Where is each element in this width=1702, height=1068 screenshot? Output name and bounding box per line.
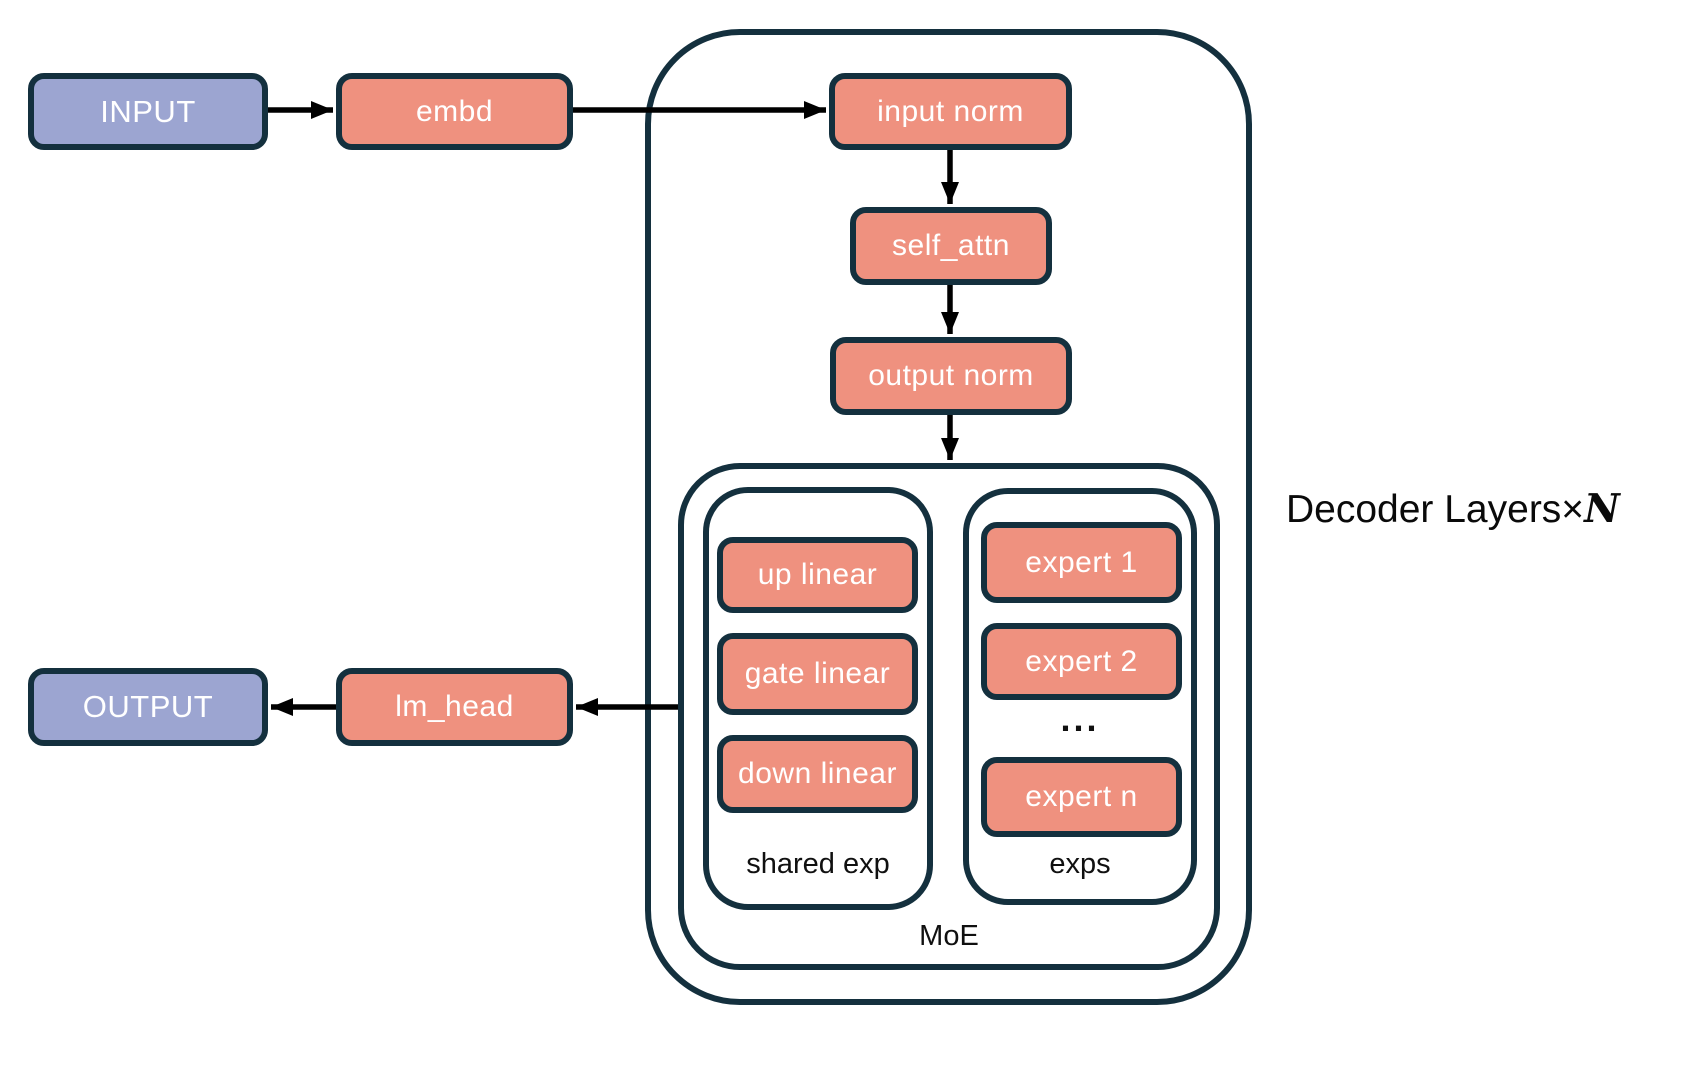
node-gate-linear-label: gate linear: [744, 657, 891, 690]
node-output-norm: output norm: [830, 337, 1072, 415]
exps-container: [963, 488, 1197, 905]
node-output-norm-label: output norm: [868, 359, 1034, 392]
node-self-attn-label: self_attn: [892, 229, 1010, 262]
node-input-norm-label: input norm: [877, 94, 1024, 128]
node-down-linear: down linear: [717, 735, 918, 813]
exps-label: exps: [1049, 848, 1111, 880]
node-up-linear-label: up linear: [757, 558, 878, 591]
node-expert-n-label: expert n: [1025, 780, 1138, 813]
node-output: OUTPUT: [28, 668, 268, 746]
node-lm-head: lm_head: [336, 668, 573, 746]
node-up-linear: up linear: [717, 537, 918, 613]
node-input-label: INPUT: [100, 93, 196, 129]
node-output-label: OUTPUT: [82, 689, 214, 724]
node-gate-linear: gate linear: [717, 633, 918, 715]
node-expert-n: expert n: [981, 757, 1182, 837]
moe-container: [678, 463, 1220, 970]
node-expert-2-label: expert 2: [1025, 644, 1138, 678]
decoder-layers-label-text: Decoder Layers×: [1286, 488, 1585, 531]
node-expert-2: expert 2: [981, 623, 1182, 700]
node-expert-1: expert 1: [981, 522, 1182, 603]
shared-exp-label: shared exp: [746, 848, 890, 880]
moe-label: MoE: [919, 920, 979, 952]
decoder-layers-container: [645, 29, 1252, 1005]
node-expert-1-label: expert 1: [1025, 545, 1138, 579]
node-self-attn: self_attn: [850, 207, 1052, 285]
node-embd: embd: [336, 73, 573, 150]
experts-ellipsis: ...: [1060, 698, 1100, 739]
decoder-layers-label: Decoder Layers×N: [1286, 486, 1620, 532]
decoder-layers-label-n: N: [1584, 486, 1620, 532]
node-down-linear-label: down linear: [738, 757, 897, 790]
node-lm-head-label: lm_head: [395, 690, 514, 723]
node-embd-label: embd: [415, 94, 494, 128]
shared-exp-container: [703, 487, 933, 910]
node-input-norm: input norm: [829, 73, 1072, 150]
node-input: INPUT: [28, 73, 268, 150]
